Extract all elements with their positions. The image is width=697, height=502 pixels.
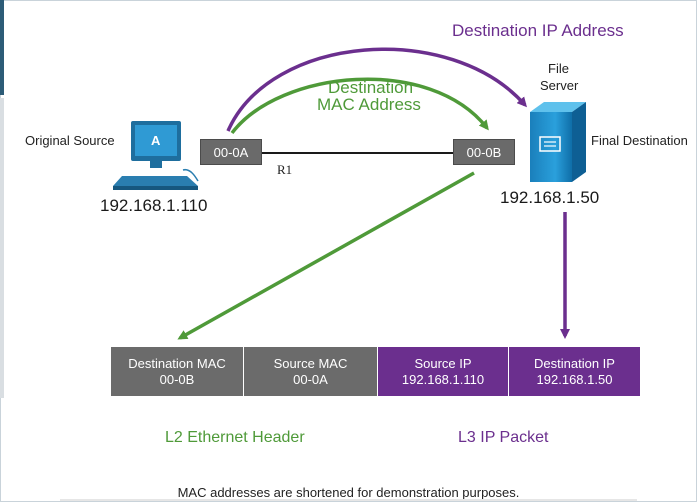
destination-ip-address-label: Destination IP Address [452, 21, 624, 40]
source-ip-label: 192.168.1.110 [100, 196, 208, 215]
packet-field-source-mac: Source MAC 00-0A [244, 347, 377, 396]
destination-mac-label-line2: MAC Address [317, 95, 421, 114]
destination-ip-arrow [226, 47, 527, 132]
pc-letter-label: A [151, 133, 161, 148]
packet-field-title: Destination MAC [128, 355, 226, 371]
final-destination-label: Final Destination [591, 133, 688, 148]
destination-mac-label-line1: Destination [328, 78, 414, 97]
mac-to-frame-arrow [177, 171, 475, 340]
source-mac-box: 00-0A [200, 139, 262, 165]
router-label: R1 [277, 162, 293, 177]
destination-ip-label: 192.168.1.50 [500, 188, 600, 207]
packet-field-source-ip: Source IP 192.168.1.110 [378, 347, 508, 396]
packet-field-value: 192.168.1.110 [401, 371, 485, 387]
l3-ip-packet-label: L3 IP Packet [458, 429, 549, 446]
packet-field-value: 192.168.1.50 [536, 371, 613, 387]
left-scroll-strip [0, 98, 4, 398]
bottom-divider [60, 499, 637, 501]
packet-field-title: Source IP [414, 355, 472, 371]
packet-field-destination-ip: Destination IP 192.168.1.50 [509, 347, 640, 396]
packet-field-value: 00-0A [293, 371, 328, 387]
destination-mac-arrow [230, 77, 489, 135]
l2-ethernet-header-label: L2 Ethernet Header [165, 429, 305, 446]
destination-mac-box: 00-0B [453, 139, 515, 165]
server-label: Server [540, 78, 579, 93]
footnote: MAC addresses are shortened for demonstr… [177, 485, 520, 500]
packet-field-value: 00-0B [159, 371, 195, 387]
original-source-label: Original Source [25, 133, 115, 148]
packet-field-title: Source MAC [273, 355, 348, 371]
packet-field-destination-mac: Destination MAC 00-0B [111, 347, 243, 396]
server-icon [530, 102, 586, 182]
packet-field-title: Destination IP [534, 355, 615, 371]
left-accent-bar [0, 0, 4, 95]
pc-icon [113, 121, 199, 190]
file-label: File [548, 61, 569, 76]
